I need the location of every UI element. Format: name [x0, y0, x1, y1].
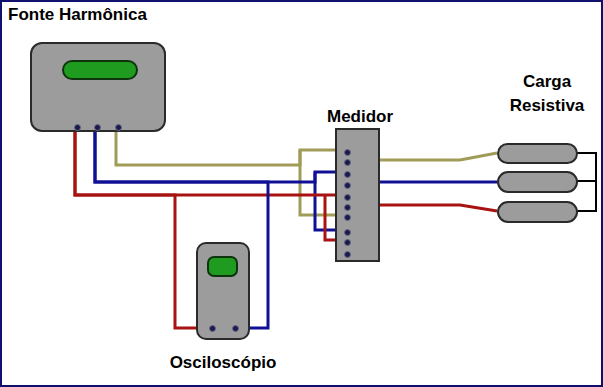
wire — [380, 205, 497, 211]
oscilloscope: Osciloscópio — [196, 242, 250, 340]
label-holder: Osciloscópio — [170, 352, 277, 374]
label-holder: Medidor — [327, 106, 393, 128]
device-label: Fonte Harmônica — [8, 4, 147, 26]
terminal — [209, 325, 216, 332]
wire — [75, 125, 335, 195]
label-holder: Fonte Harmônica — [8, 4, 147, 26]
wire — [380, 181, 497, 184]
label-holder: Carga Resistiva — [497, 70, 597, 118]
terminal — [344, 239, 351, 246]
terminal — [344, 194, 351, 201]
device-label: Carga Resistiva — [497, 70, 597, 118]
meter: Medidor — [335, 128, 380, 262]
wire — [380, 153, 497, 160]
terminal — [232, 325, 239, 332]
resistor-symbol — [497, 201, 578, 223]
resistor-symbol — [497, 171, 578, 193]
terminal — [94, 124, 101, 131]
star-connection — [577, 180, 596, 182]
star-connection — [577, 153, 596, 211]
resistive-load: Carga Resistiva — [497, 70, 597, 225]
terminal — [344, 251, 351, 258]
resistor-symbol — [497, 143, 578, 164]
display-screen — [62, 60, 138, 80]
harmonic-source: Fonte Harmônica — [30, 42, 166, 132]
device-label: Osciloscópio — [170, 352, 277, 374]
terminal — [344, 149, 351, 156]
terminal — [344, 229, 351, 236]
device-label: Medidor — [327, 106, 393, 128]
display-screen — [207, 256, 238, 277]
wire — [75, 125, 196, 328]
terminal — [115, 124, 122, 131]
wire — [95, 125, 335, 182]
terminal — [344, 171, 351, 178]
terminal — [344, 204, 351, 211]
terminal — [344, 182, 351, 189]
terminal — [74, 124, 81, 131]
terminal — [344, 159, 351, 166]
terminal — [344, 214, 351, 221]
